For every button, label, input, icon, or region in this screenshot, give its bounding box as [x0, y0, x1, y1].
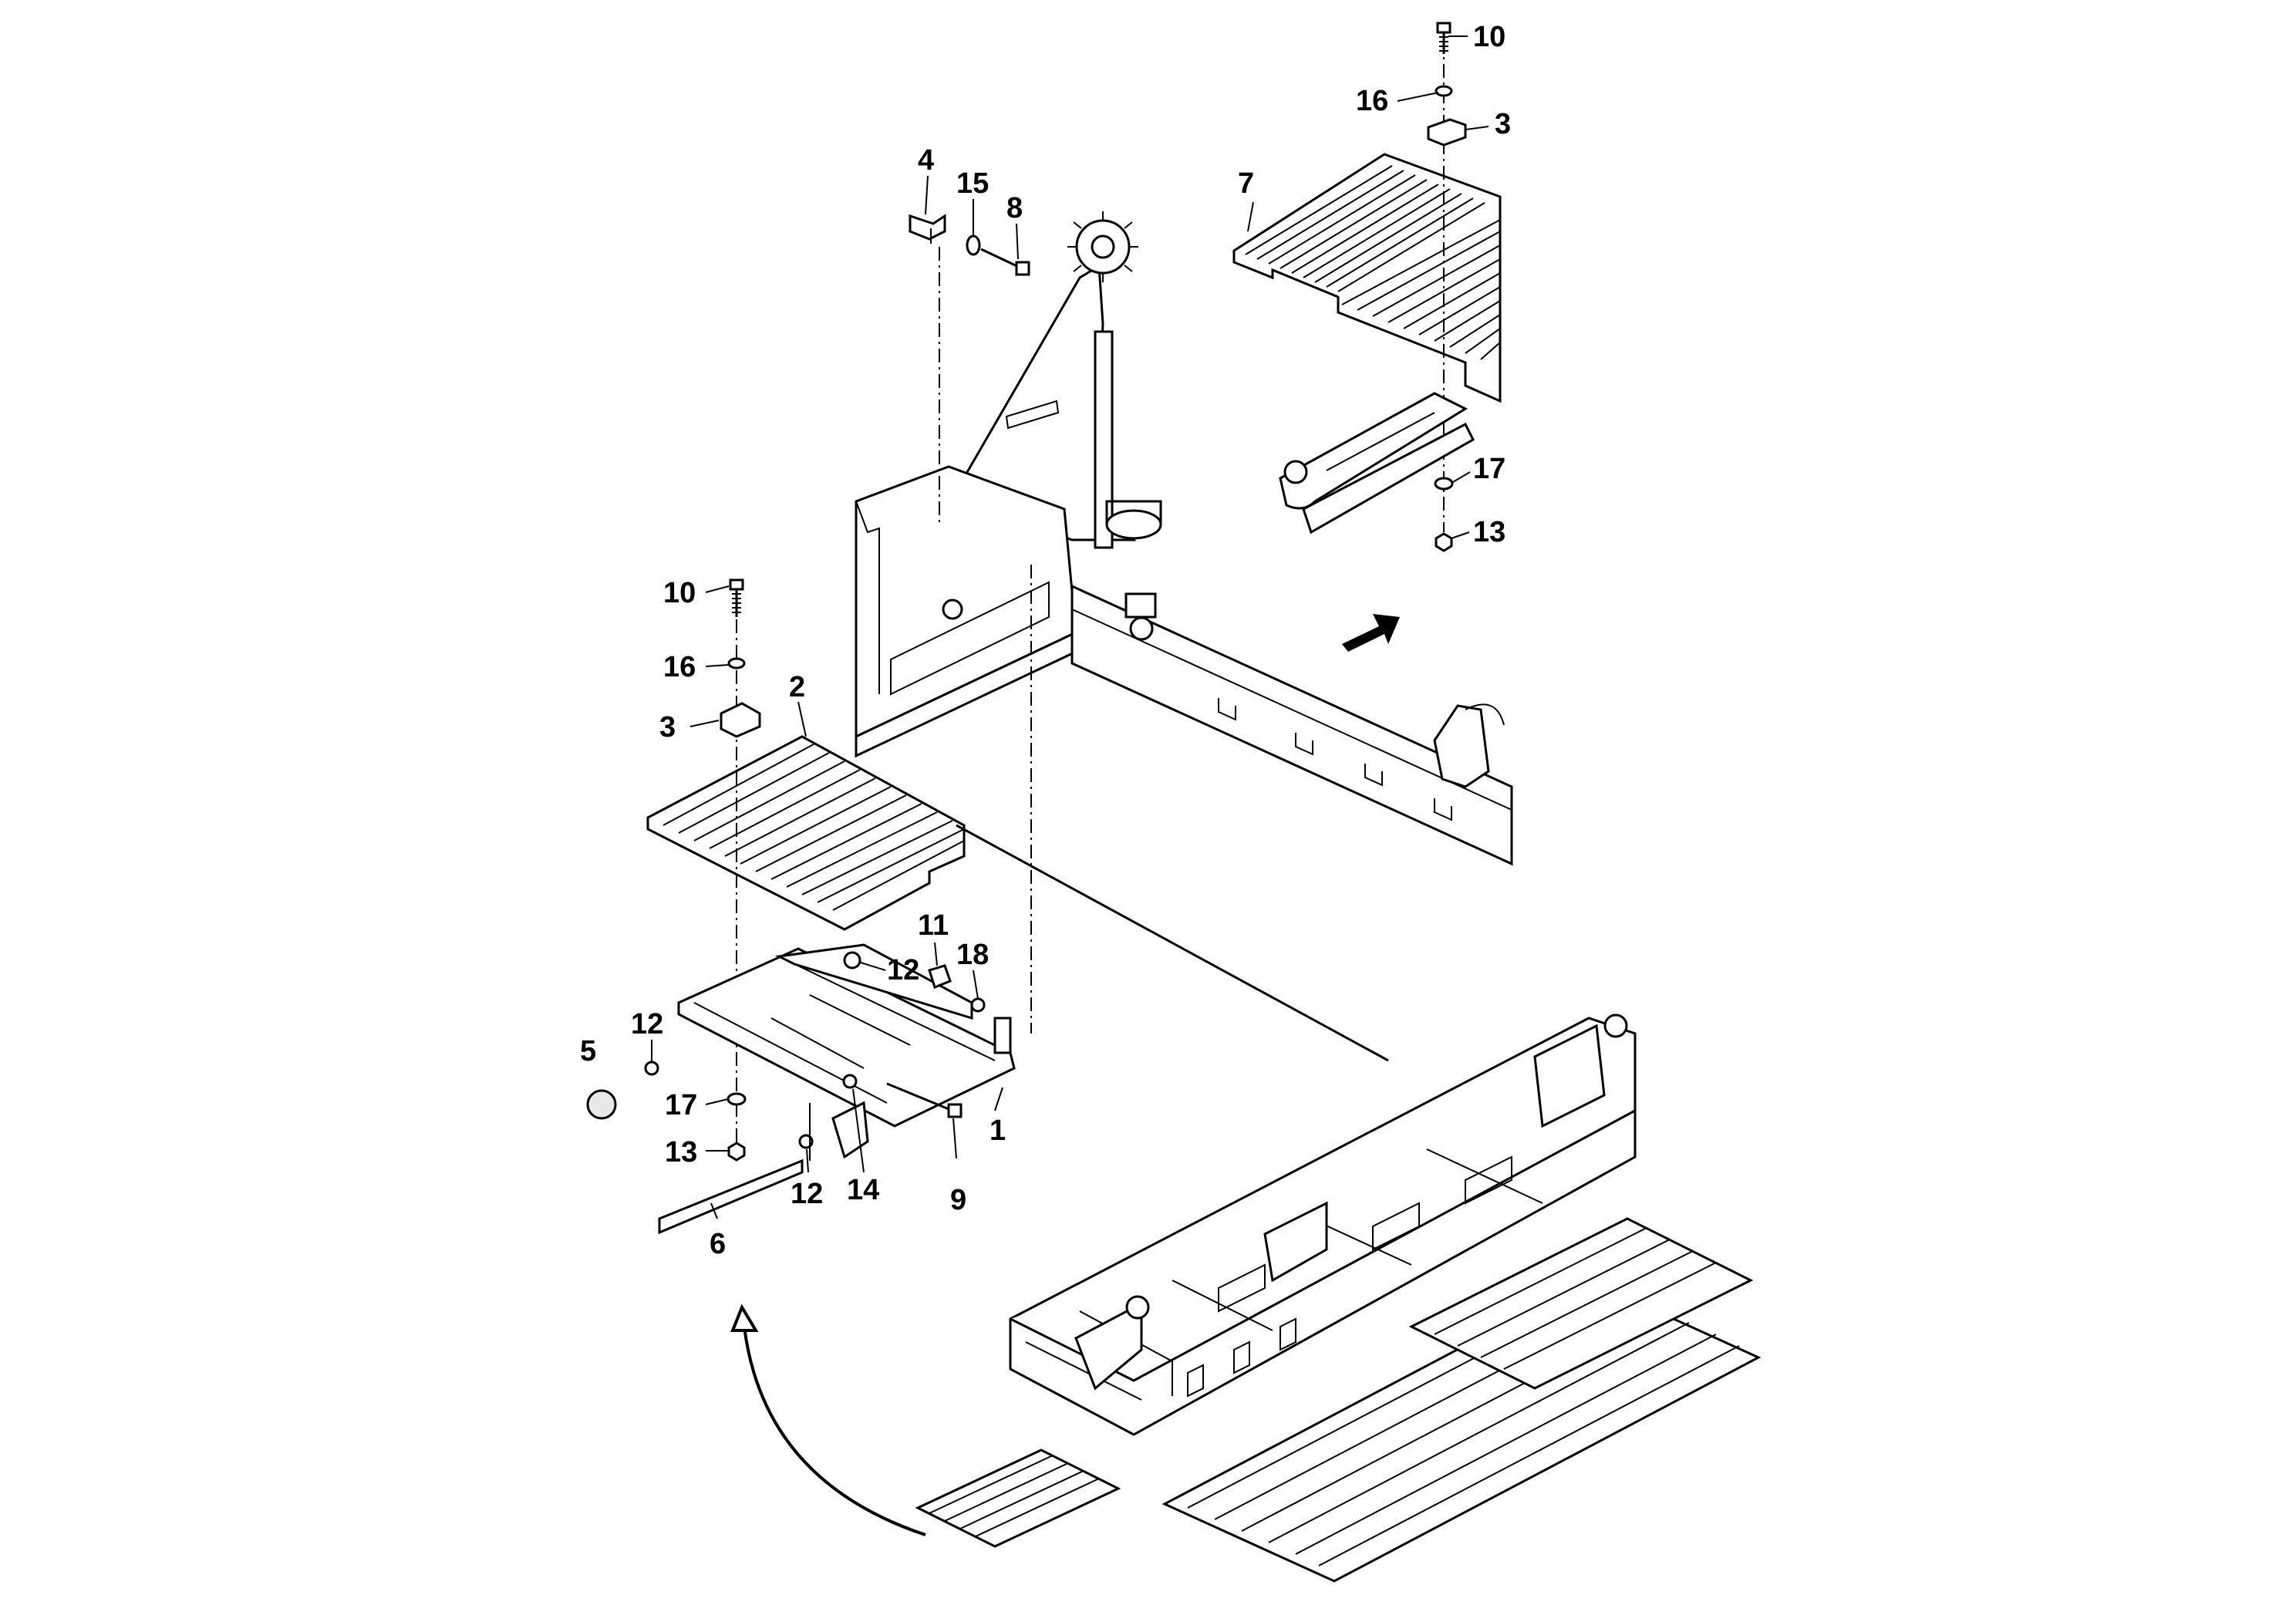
callout-labels: 10 16 3 7 17 13 4 15 8 10 16 3 2 11 18 1…	[580, 21, 1511, 1260]
part-11-bushing	[928, 964, 952, 989]
leader-lines	[651, 35, 1489, 1219]
callout-7: 7	[1238, 167, 1254, 200]
part-1-support-frame	[677, 943, 1016, 1159]
main-frame-assembly	[855, 211, 1513, 866]
part-16-washer-left	[727, 657, 746, 669]
callout-5: 5	[580, 1035, 596, 1067]
full-assembly-view	[915, 1013, 1762, 1583]
callout-15: 15	[956, 167, 989, 200]
callout-3-top: 3	[1495, 108, 1511, 140]
part-6-strip	[658, 1158, 804, 1235]
part-12-washer-a	[843, 951, 861, 969]
callout-17-left: 17	[665, 1089, 697, 1121]
part-18-washer	[970, 997, 986, 1013]
callout-8: 8	[1006, 192, 1023, 224]
callout-11: 11	[918, 909, 949, 942]
bracket-assembly-right	[1279, 392, 1475, 534]
curved-up-arrow-icon	[730, 1303, 926, 1536]
callout-16-left: 16	[663, 651, 696, 683]
part-15-washer	[966, 234, 981, 256]
part-8-bolt	[980, 248, 1030, 276]
bold-right-up-arrow-icon	[1342, 614, 1400, 652]
part-10-bolt-top	[1436, 22, 1451, 54]
callout-6: 6	[710, 1228, 726, 1260]
callout-12-b: 12	[631, 1008, 663, 1040]
callout-14: 14	[847, 1174, 879, 1206]
callout-12-c: 12	[791, 1178, 823, 1210]
part-7-grating	[1232, 153, 1502, 403]
callout-10-top: 10	[1473, 21, 1505, 53]
callout-12-a: 12	[887, 954, 919, 986]
part-9-bolt	[886, 1082, 963, 1118]
callout-16-top: 16	[1356, 85, 1388, 117]
part-17-washer-left	[727, 1092, 747, 1106]
part-5-cap	[586, 1089, 617, 1120]
callout-9: 9	[950, 1184, 966, 1216]
part-4-bracket	[909, 214, 946, 244]
callout-13-top: 13	[1473, 516, 1505, 548]
callout-10-left: 10	[663, 577, 696, 609]
part-10-bolt-left	[729, 578, 744, 617]
part-14-washer	[842, 1074, 858, 1089]
part-3-clip-left	[720, 702, 761, 738]
callout-4: 4	[918, 144, 934, 177]
part-2-grating	[646, 735, 966, 931]
callout-2: 2	[789, 671, 805, 703]
part-3-clip-top	[1427, 118, 1467, 147]
callout-13-left: 13	[665, 1136, 697, 1168]
part-17-washer-top	[1434, 477, 1454, 491]
part-13-nut-top	[1435, 532, 1453, 552]
callout-17-top: 17	[1473, 453, 1505, 485]
part-13-nut-left	[727, 1141, 746, 1162]
callout-18: 18	[956, 939, 989, 971]
part-12-washer-b	[644, 1061, 659, 1076]
part-16-washer-top	[1435, 85, 1453, 97]
sprocket-icon	[1067, 211, 1138, 282]
callout-1: 1	[990, 1114, 1006, 1147]
callout-3-left: 3	[659, 711, 676, 744]
